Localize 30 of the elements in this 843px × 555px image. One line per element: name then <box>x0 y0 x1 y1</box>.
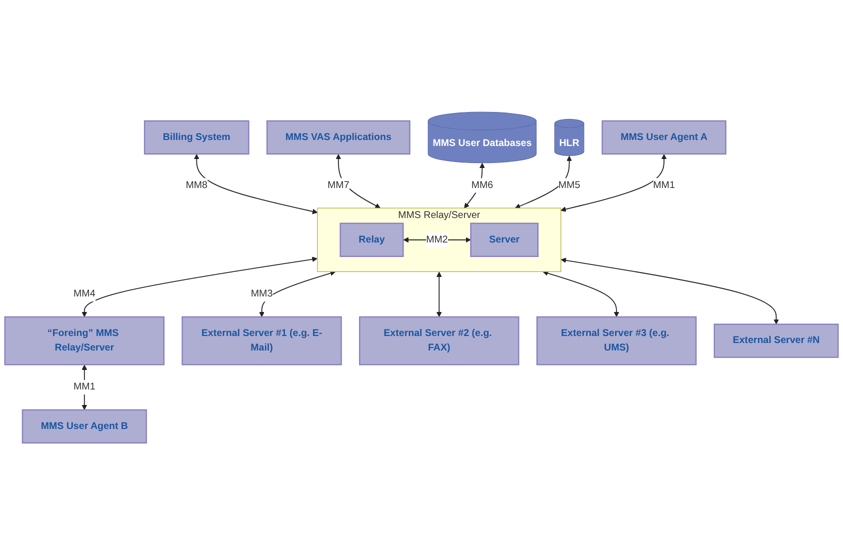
node-box: Relay <box>340 222 404 257</box>
edge-label: MM5 <box>558 180 580 190</box>
arrow <box>82 256 318 318</box>
arrow <box>194 154 318 214</box>
arrow <box>560 154 667 212</box>
node-box: MMS VAS Applications <box>266 120 410 155</box>
node-box: MMS User Agent B <box>22 409 147 444</box>
edge-label: MM2 <box>426 234 448 245</box>
node-box: External Server #3 (e.g. UMS) <box>536 316 697 366</box>
arrow <box>336 154 381 208</box>
edge-label: MM3 <box>250 288 273 300</box>
arrow <box>560 258 779 325</box>
edge-label: MM6 <box>471 180 494 190</box>
arrow <box>436 272 442 318</box>
arrow <box>514 156 572 209</box>
edge-label: MM4 <box>74 288 96 300</box>
edge-label: MM1 <box>74 382 96 392</box>
node-box: Server <box>470 222 539 257</box>
node-box: External Server #1 (e.g. E-Mail) <box>182 316 342 366</box>
edge-label: MM7 <box>328 180 350 190</box>
arrow <box>542 270 620 318</box>
edge-label: MM8 <box>186 180 208 190</box>
node-box: “Foreing” MMS Relay/Server <box>4 316 165 366</box>
node-box: External Server #2 (e.g. FAX) <box>359 316 520 366</box>
node-box: MMS User Agent A <box>602 120 726 155</box>
arrow <box>259 270 336 318</box>
edge-label: MM1 <box>653 180 675 190</box>
node-box: Billing System <box>144 120 250 155</box>
arrow <box>464 162 485 208</box>
node-box: External Server #N <box>714 324 839 358</box>
